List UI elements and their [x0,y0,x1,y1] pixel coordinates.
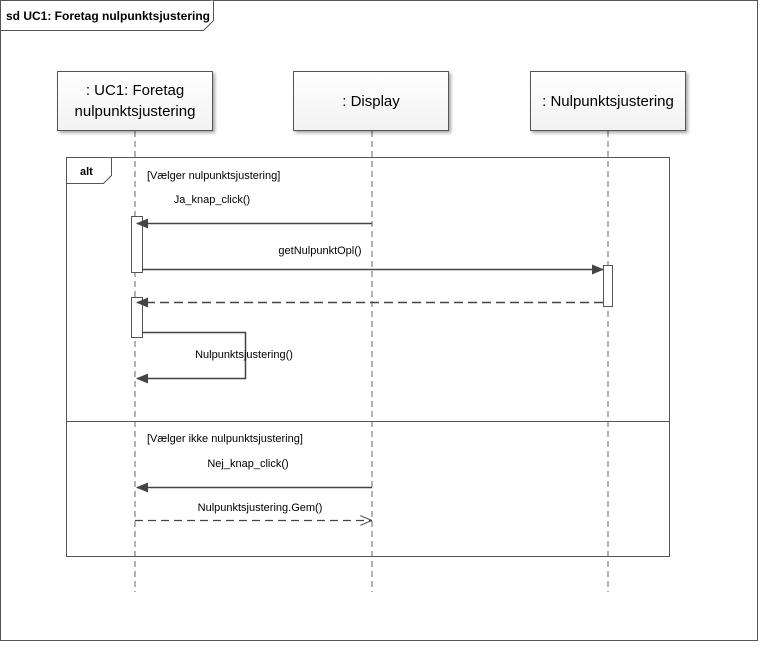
alt-fragment-tab [66,157,112,184]
guard-operand-1: [Vælger nulpunktsjustering] [147,170,280,182]
lifeline-nulpunkt[interactable]: : Nulpunktsjustering [530,71,686,131]
alt-fragment-box [66,157,670,557]
message-ja-knap-click[interactable]: Ja_knap_click() [136,194,372,229]
message-ja-knap-click-label: Ja_knap_click() [174,194,250,206]
lifeline-display-label: : Display [342,93,400,110]
lifeline-nulpunkt-label: : Nulpunktsjustering [542,93,674,110]
lifeline-uc1-label-line1: : UC1: Foretag [86,82,184,99]
sd-frame-tab [0,0,214,31]
alt-fragment[interactable]: alt [Vælger nulpunktsjustering] [Vælger … [66,157,670,557]
lifeline-uc1-box [57,71,213,131]
message-get-nulpunkt-opl[interactable]: getNulpunktOpl() [142,245,604,275]
message-nulpunktsjustering-self-arrow [136,331,247,384]
message-nulpunktsjustering-self[interactable]: Nulpunktsjustering() [136,331,293,384]
lifeline-uc1-label-line2: nulpunktsjustering [75,103,196,120]
alt-fragment-label: alt [80,166,93,178]
activation-uc1-2 [131,297,143,338]
guard-operand-2: [Vælger ikke nulpunktsjustering] [147,433,303,445]
activation-nulpunkt [603,265,613,307]
message-nej-knap-click-label: Nej_knap_click() [207,458,288,470]
message-nej-knap-click[interactable]: Nej_knap_click() [136,458,372,493]
sd-frame-title: sd UC1: Foretag nulpunktsjustering [6,9,210,23]
message-nulpunktsjustering-gem-label: Nulpunktsjustering.Gem() [198,502,323,514]
activation-uc1-1 [131,216,143,273]
message-nulpunktsjustering-gem[interactable]: Nulpunktsjustering.Gem() [135,502,371,521]
message-get-nulpunkt-opl-label: getNulpunktOpl() [278,245,361,257]
lifeline-nulpunkt-box [530,71,686,131]
message-nulpunktsjustering-self-label: Nulpunktsjustering() [195,349,293,361]
lifeline-display[interactable]: : Display [293,71,449,131]
lifeline-uc1[interactable]: : UC1: Foretag nulpunktsjustering [57,71,213,131]
lifeline-display-box [293,71,449,131]
